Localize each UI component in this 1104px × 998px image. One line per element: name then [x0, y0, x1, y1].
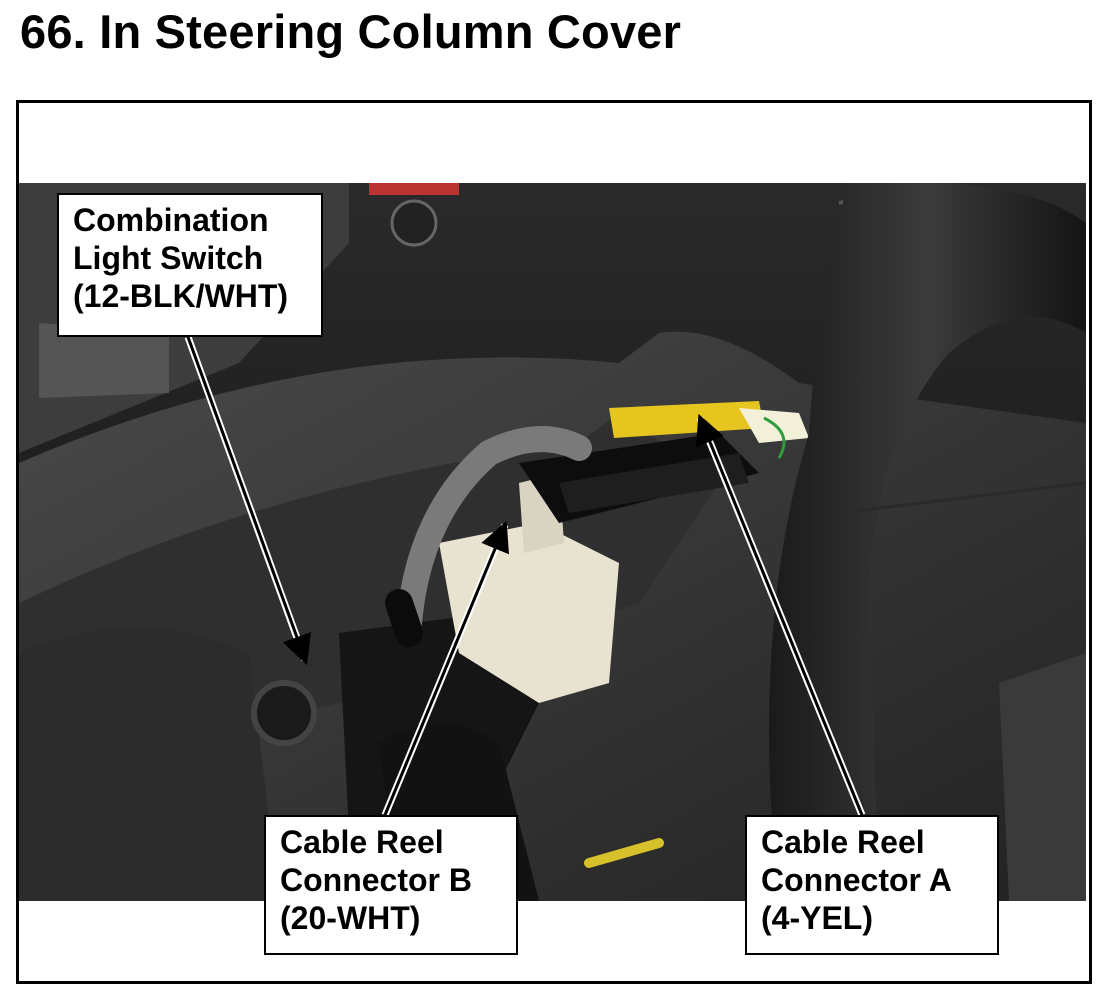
callout-line: (4-YEL) [761, 900, 873, 936]
page-title: 66. In Steering Column Cover [20, 5, 682, 58]
callout-combination-light-switch: Combination Light Switch (12-BLK/WHT) [57, 193, 323, 337]
callout-line: Cable Reel [280, 824, 444, 860]
callout-line: Connector B [280, 862, 472, 898]
callout-line: Combination [73, 202, 269, 238]
callout-line: (20-WHT) [280, 900, 421, 936]
callout-line: Light Switch [73, 240, 264, 276]
callout-line: Connector A [761, 862, 952, 898]
callout-cable-reel-connector-b: Cable Reel Connector B (20-WHT) [264, 815, 518, 955]
callout-line: Cable Reel [761, 824, 925, 860]
callout-cable-reel-connector-a: Cable Reel Connector A (4-YEL) [745, 815, 999, 955]
callout-line: (12-BLK/WHT) [73, 278, 289, 314]
